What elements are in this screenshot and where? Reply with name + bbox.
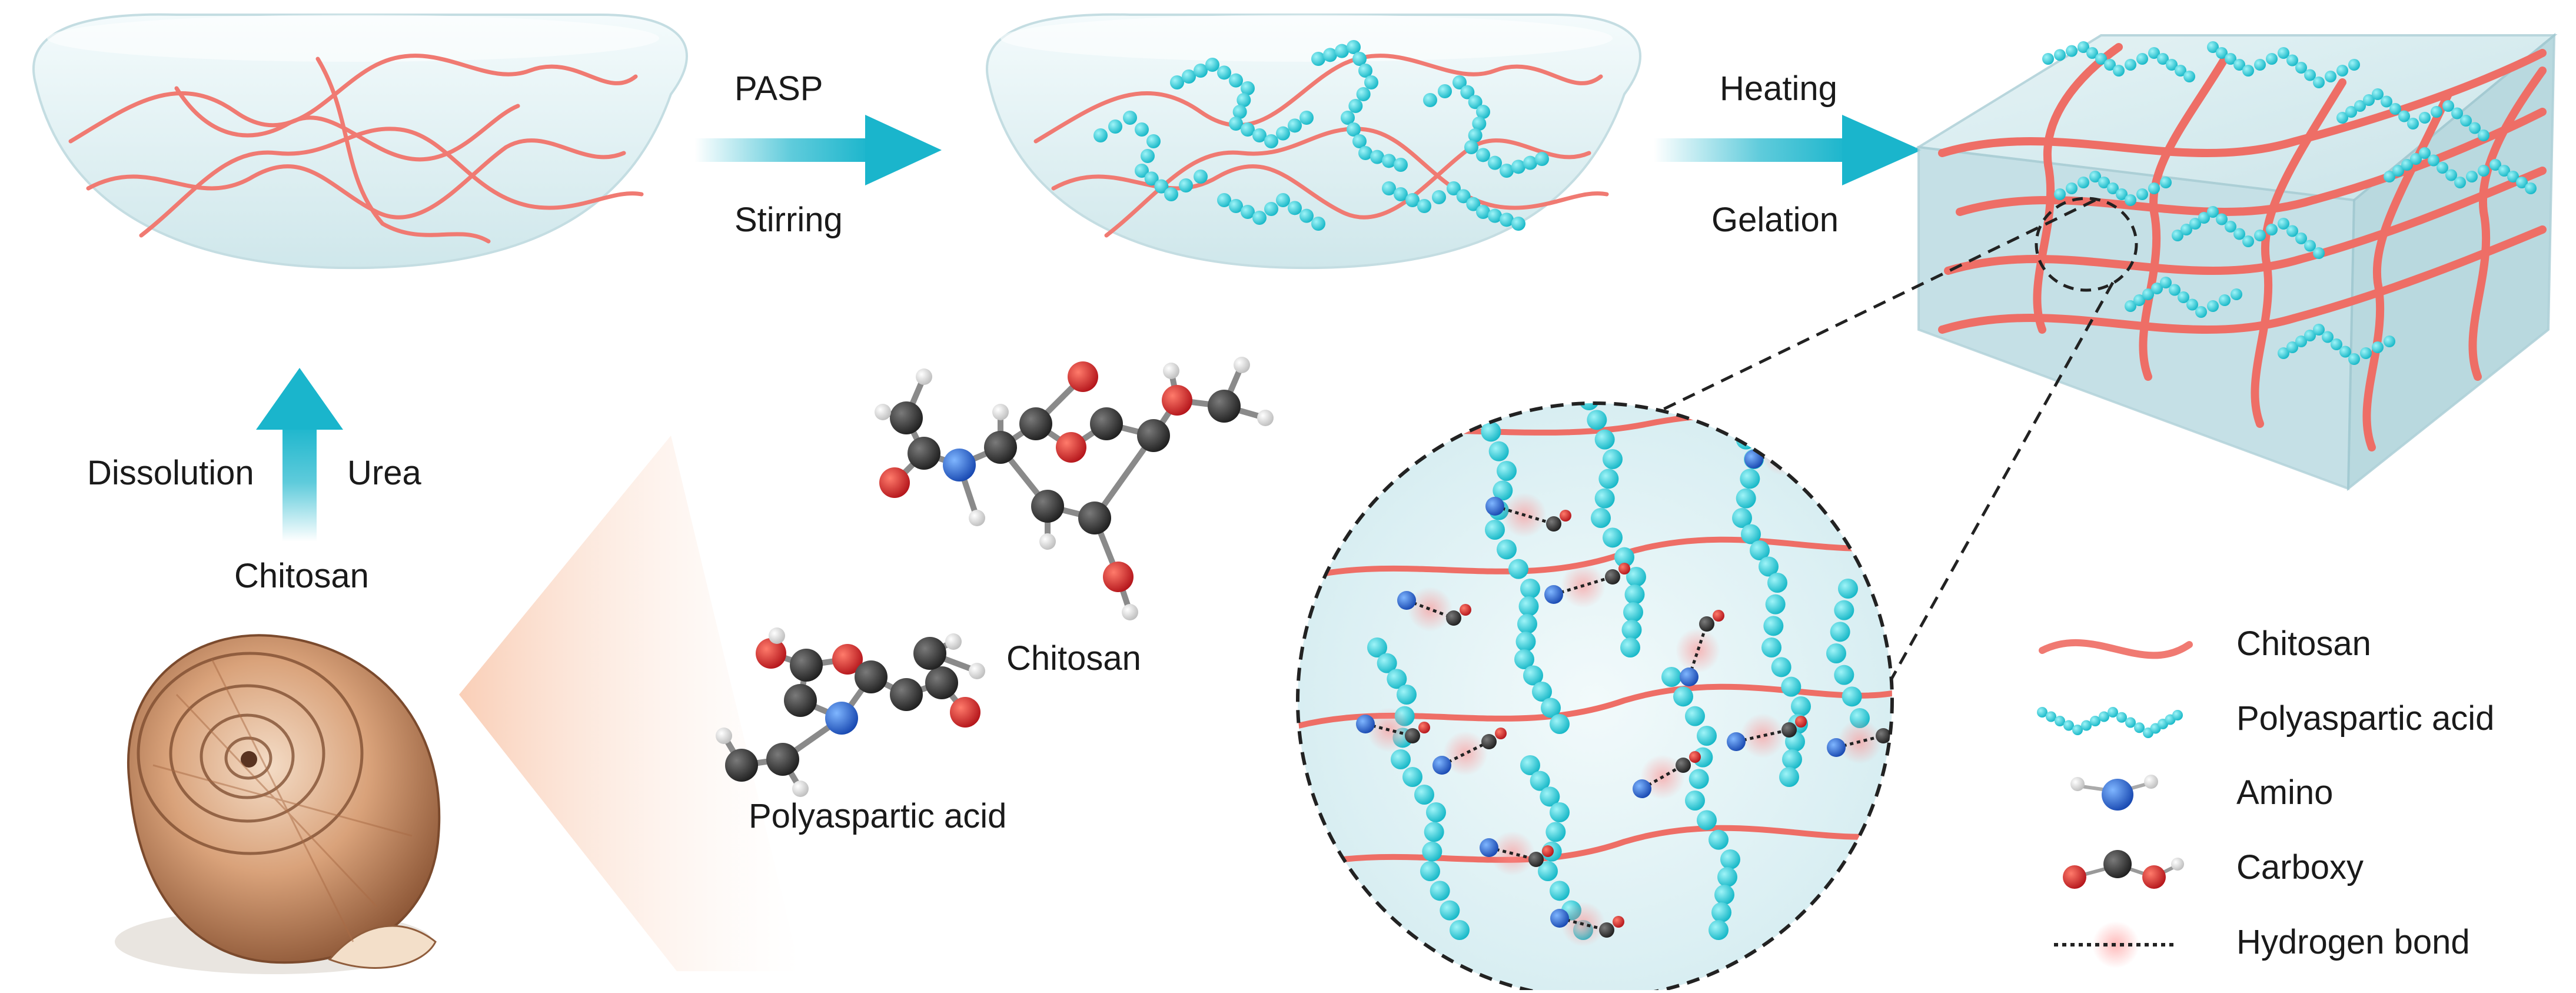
hydrogen-bond-site <box>1727 713 1807 758</box>
label-heating: Heating <box>1720 69 1837 108</box>
label-gelation: Gelation <box>1711 201 1839 239</box>
zoom-pasp-chain <box>1661 667 1740 940</box>
dish2-pasp-chain <box>1423 75 1549 178</box>
hydrogen-bond-site <box>1544 563 1630 608</box>
hydrogen-bond-site <box>1827 719 1892 764</box>
hydrogel-pasp-chain <box>2384 147 2537 194</box>
dish-chitosan-solution <box>32 13 688 270</box>
hydrogel-pasp-chain <box>2207 41 2360 88</box>
hydrogel-chitosan-network <box>1938 43 2547 451</box>
hydrogel-pasp-chain <box>2172 206 2325 259</box>
legend-symbol-hydrogen-bond <box>2054 921 2178 968</box>
dish2-pasp-chain <box>1217 193 1325 231</box>
legend-symbol-chitosan <box>2039 639 2193 659</box>
legend-symbol-amino <box>2070 775 2158 811</box>
hydrogel-slab <box>1915 32 2558 491</box>
hydrogen-bond-site <box>1485 493 1571 537</box>
hydrogel-pasp-chain <box>2042 41 2195 82</box>
label-pasp: PASP <box>734 69 823 108</box>
legend-label-amino: Amino <box>2236 773 2334 812</box>
hydrogel-pasp-chain <box>2054 171 2172 206</box>
pasp-molecule-model <box>716 627 985 797</box>
arrow-stirring <box>694 115 942 185</box>
zoom-pasp-chain <box>1579 403 1646 657</box>
hydrogen-bond-site <box>1397 587 1471 632</box>
dish2-pasp-chain <box>1311 40 1408 172</box>
hydrogen-bond-site <box>1432 728 1507 776</box>
label-stirring: Stirring <box>734 201 843 239</box>
label-pasp-molecule: Polyaspartic acid <box>749 797 1007 835</box>
hydrogel-pasp-chain <box>2336 88 2489 141</box>
arrow-gelation <box>1654 115 1922 185</box>
arrow-dissolution <box>256 368 343 542</box>
hydrogel-pasp-chain <box>2125 277 2242 318</box>
hydrogen-bond-site <box>1356 708 1430 752</box>
dish2-pasp-chain <box>1093 111 1208 201</box>
zoom-circle <box>1298 403 1892 993</box>
snail-shell-image <box>115 634 441 974</box>
legend <box>2037 639 2193 968</box>
label-chitosan-source: Chitosan <box>234 557 369 595</box>
dish-chitosan-pasp-mixture <box>986 13 1641 270</box>
dish2-pasp-chains <box>1093 40 1549 231</box>
hydrogen-bond-site <box>1676 610 1724 686</box>
dish1-chitosan-chains <box>68 54 644 244</box>
hydrogen-bond-site <box>1480 831 1554 876</box>
legend-symbol-pasp <box>2037 707 2183 738</box>
hydrogen-bond-site <box>1550 902 1624 946</box>
chitosan-molecule-model <box>875 357 1274 620</box>
legend-label-chitosan: Chitosan <box>2236 625 2371 663</box>
dish2-pasp-chain <box>1170 58 1314 148</box>
dish2-pasp-chain <box>1382 181 1525 231</box>
legend-label-pasp: Polyaspartic acid <box>2236 699 2495 738</box>
label-chitosan-molecule: Chitosan <box>1006 639 1141 678</box>
hydrogel-pasp-chains <box>2042 41 2537 365</box>
legend-label-carboxy: Carboxy <box>2236 848 2364 886</box>
zoom-binding-sites <box>1356 431 1892 946</box>
light-beam <box>459 436 800 971</box>
label-dissolution: Dissolution <box>87 454 254 492</box>
legend-symbol-carboxy <box>2063 850 2184 889</box>
legend-label-hydrogen-bond: Hydrogen bond <box>2236 923 2470 961</box>
hydrogel-pasp-chain <box>2278 324 2395 365</box>
hydrogen-bond-site <box>1633 751 1701 799</box>
label-urea: Urea <box>347 454 421 492</box>
legend-pasp-beads <box>2037 707 2183 738</box>
